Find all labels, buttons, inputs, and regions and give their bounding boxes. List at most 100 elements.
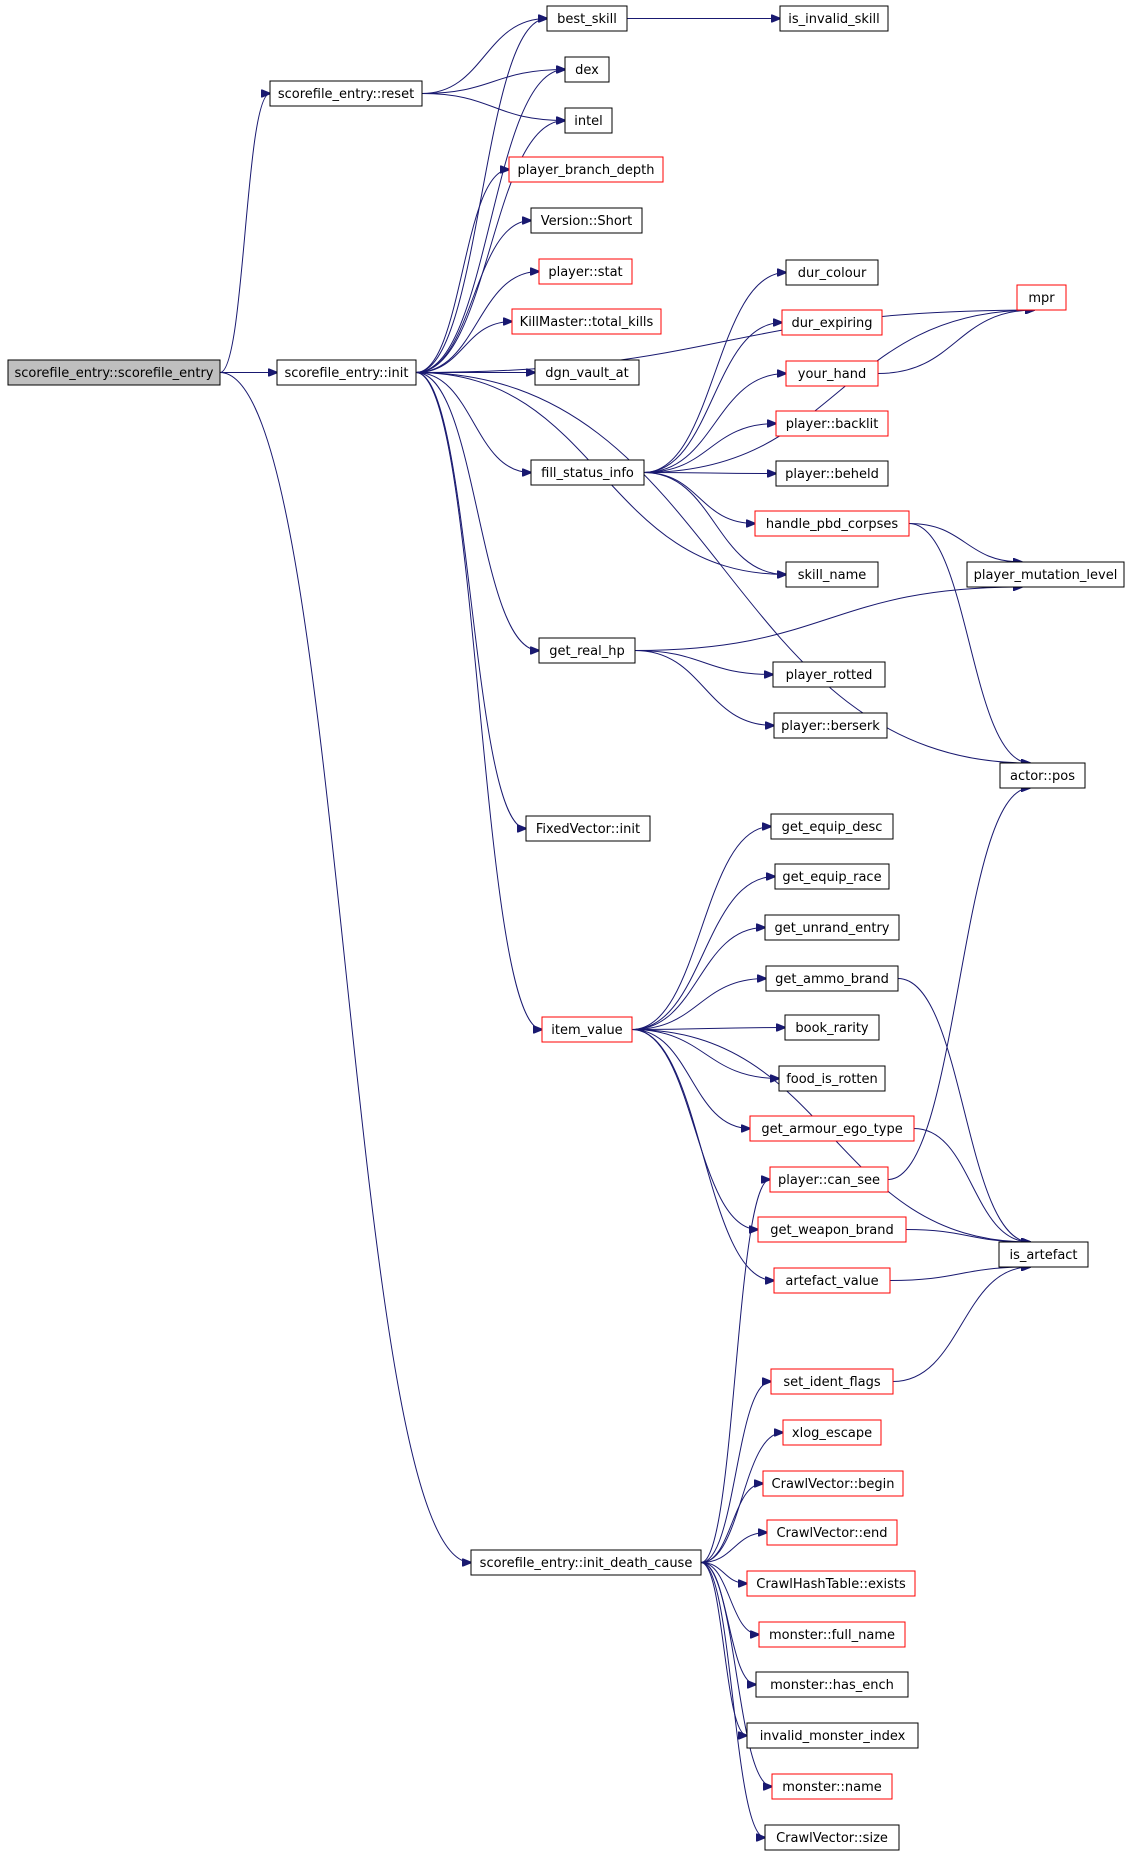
- node-player-rotted[interactable]: player_rotted: [772, 661, 886, 688]
- edge-get_real_hp-to-player_mutation_level: [634, 587, 1022, 651]
- node-skill-name[interactable]: skill_name: [785, 561, 879, 588]
- node-food-is-rotten[interactable]: food_is_rotten: [778, 1065, 886, 1092]
- node-crawlvector-end[interactable]: CrawlVector::end: [766, 1519, 898, 1546]
- node-box: [1016, 284, 1067, 311]
- node-dex[interactable]: dex: [564, 56, 610, 83]
- node-dur-colour[interactable]: dur_colour: [785, 259, 879, 286]
- node-box: [770, 1368, 894, 1395]
- node-box: [276, 359, 417, 386]
- node-player-backlit[interactable]: player::backlit: [775, 410, 889, 437]
- node-label: Version::Short: [541, 214, 632, 229]
- node-version-short[interactable]: Version::Short: [530, 207, 643, 234]
- node-label: your_hand: [798, 367, 866, 382]
- node-init[interactable]: scorefile_entry::init: [276, 359, 417, 386]
- edge-init-to-version_short: [415, 221, 531, 373]
- node-book-rarity[interactable]: book_rarity: [784, 1014, 880, 1041]
- node-label: FixedVector::init: [536, 822, 640, 837]
- node-label: intel: [574, 114, 603, 129]
- node-get-equip-race[interactable]: get_equip_race: [774, 863, 890, 890]
- node-total-kills[interactable]: KillMaster::total_kills: [511, 308, 662, 335]
- node-get-equip-desc[interactable]: get_equip_desc: [770, 813, 894, 840]
- node-artefact-value[interactable]: artefact_value: [773, 1267, 891, 1294]
- node-crawlvector-size[interactable]: CrawlVector::size: [764, 1824, 900, 1851]
- node-box: [530, 207, 643, 234]
- edge-your_hand-to-mpr: [877, 310, 1034, 374]
- node-label: CrawlVector::begin: [772, 1477, 895, 1492]
- node-label: artefact_value: [785, 1274, 878, 1289]
- node-player-stat[interactable]: player::stat: [538, 258, 633, 285]
- node-label: player::berserk: [781, 719, 880, 734]
- node-label: monster::name: [782, 1780, 881, 1795]
- node-handle-pbd-corpses[interactable]: handle_pbd_corpses: [754, 510, 910, 537]
- node-get-real-hp[interactable]: get_real_hp: [538, 637, 636, 664]
- edge-get_real_hp-to-player_rotted: [634, 650, 773, 675]
- node-dgn-vault-at[interactable]: dgn_vault_at: [534, 359, 640, 386]
- edge-reset-to-intel: [421, 93, 565, 121]
- node-mpr[interactable]: mpr: [1016, 284, 1067, 311]
- node-crawlhashtable-exists[interactable]: CrawlHashTable::exists: [746, 1570, 916, 1597]
- node-label: player::stat: [548, 265, 622, 280]
- edge-init_death_cause-to-crawlvector_begin: [700, 1484, 763, 1563]
- node-set-ident-flags[interactable]: set_ident_flags: [770, 1368, 894, 1395]
- node-box: [782, 1419, 882, 1446]
- node-label: CrawlVector::end: [776, 1526, 887, 1541]
- node-label: scorefile_entry::init_death_cause: [480, 1556, 693, 1571]
- node-your-hand[interactable]: your_hand: [785, 360, 879, 387]
- node-root[interactable]: scorefile_entry::scorefile_entry: [7, 359, 221, 386]
- node-box: [769, 1166, 889, 1193]
- edge-init-to-mpr: [415, 310, 1034, 373]
- edge-get_armour_ego_type-to-is_artefact: [913, 1128, 1030, 1243]
- edge-reset-to-dex: [421, 70, 565, 94]
- node-box: [764, 1824, 900, 1851]
- node-get-ammo-brand[interactable]: get_ammo_brand: [765, 965, 899, 992]
- edge-init-to-player_branch_depth: [415, 170, 509, 373]
- edge-fill_status_info-to-mpr: [643, 310, 1034, 473]
- node-reset[interactable]: scorefile_entry::reset: [269, 80, 423, 107]
- node-label: skill_name: [798, 568, 867, 583]
- edge-get_ammo_brand-to-is_artefact: [897, 978, 1030, 1243]
- edge-init-to-get_real_hp: [415, 372, 539, 651]
- node-invalid-monster-index[interactable]: invalid_monster_index: [746, 1722, 919, 1749]
- node-player-beheld[interactable]: player::beheld: [775, 460, 889, 487]
- node-is-artefact[interactable]: is_artefact: [998, 1241, 1089, 1268]
- node-fill-status-info[interactable]: fill_status_info: [530, 459, 645, 486]
- node-get-weapon-brand[interactable]: get_weapon_brand: [757, 1216, 907, 1243]
- node-dur-expiring[interactable]: dur_expiring: [781, 309, 883, 336]
- edge-init-to-best_skill: [415, 19, 547, 373]
- node-get-unrand-entry[interactable]: get_unrand_entry: [764, 914, 900, 941]
- edge-init_death_cause-to-crawlvector_end: [700, 1533, 767, 1563]
- node-init-death-cause[interactable]: scorefile_entry::init_death_cause: [470, 1549, 702, 1576]
- node-player-mutation-level[interactable]: player_mutation_level: [966, 561, 1125, 588]
- edge-fill_status_info-to-your_hand: [643, 374, 786, 473]
- node-get-armour-ego-type[interactable]: get_armour_ego_type: [749, 1115, 915, 1142]
- node-xlog-escape[interactable]: xlog_escape: [782, 1419, 882, 1446]
- node-player-branch-depth[interactable]: player_branch_depth: [508, 156, 664, 183]
- edge-init-to-fixedvector_init: [415, 372, 526, 829]
- node-label: is_invalid_skill: [788, 12, 880, 27]
- node-box: [999, 762, 1086, 789]
- node-label: get_unrand_entry: [774, 921, 889, 936]
- node-label: item_value: [551, 1023, 622, 1038]
- node-item-value[interactable]: item_value: [541, 1016, 633, 1043]
- node-player-berserk[interactable]: player::berserk: [773, 712, 888, 739]
- node-crawlvector-begin[interactable]: CrawlVector::begin: [762, 1470, 904, 1497]
- node-box: [770, 813, 894, 840]
- node-monster-name[interactable]: monster::name: [771, 1773, 893, 1800]
- edge-init-to-total_kills: [415, 322, 512, 373]
- node-label: book_rarity: [795, 1021, 869, 1036]
- node-label: get_weapon_brand: [770, 1223, 893, 1238]
- node-intel[interactable]: intel: [564, 107, 613, 134]
- edge-item_value-to-get_unrand_entry: [631, 928, 765, 1030]
- node-player-can-see[interactable]: player::can_see: [769, 1166, 889, 1193]
- node-actor-pos[interactable]: actor::pos: [999, 762, 1086, 789]
- edge-handle_pbd_corpses-to-actor_pos: [908, 523, 1030, 764]
- node-is-invalid-skill[interactable]: is_invalid_skill: [779, 5, 889, 32]
- node-monster-full-name[interactable]: monster::full_name: [758, 1621, 906, 1648]
- node-box: [564, 56, 610, 83]
- node-fixedvector-init[interactable]: FixedVector::init: [525, 815, 651, 842]
- node-best-skill[interactable]: best_skill: [546, 5, 628, 32]
- node-monster-has-ench[interactable]: monster::has_ench: [755, 1671, 909, 1698]
- node-label: dur_colour: [798, 266, 867, 281]
- node-label: CrawlVector::size: [776, 1831, 888, 1846]
